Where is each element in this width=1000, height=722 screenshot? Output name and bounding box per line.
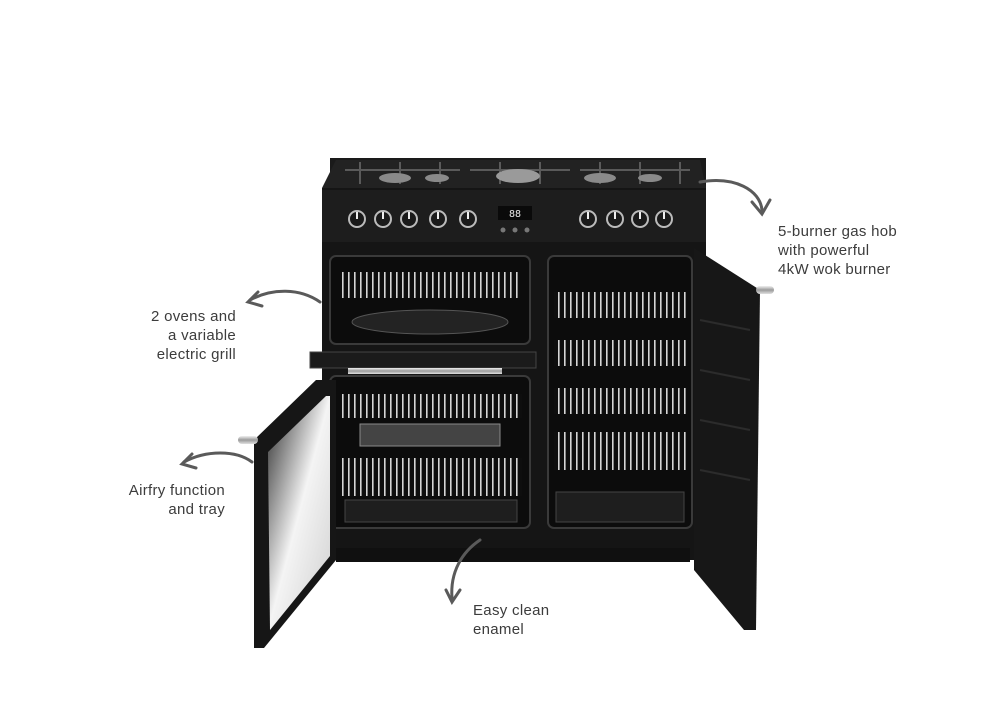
airfry-callout-line: and tray [168, 501, 225, 518]
burner-2-icon [425, 174, 449, 182]
hob-callout: 5-burner gas hob with powerful 4kW wok b… [778, 222, 897, 279]
left-door-handle [238, 436, 258, 444]
ovens-arrow-icon [248, 289, 322, 304]
grill-door [309, 351, 537, 369]
gas-hob [322, 158, 706, 188]
airfry-callout: Airfry function and tray [98, 481, 225, 519]
airfry-tray [359, 423, 501, 447]
control-knobs [348, 210, 673, 228]
enamel-callout-line: enamel [473, 621, 524, 638]
airfry-callout-line: Airfry function [128, 482, 225, 499]
timer-display [498, 206, 532, 220]
right-oven-cavity [547, 255, 693, 529]
enamel-arrow-icon [450, 538, 482, 600]
left-oven-cavity [329, 375, 531, 529]
timer-display-value: 88 [509, 209, 521, 220]
enamel-callout: Easy clean enamel [473, 601, 549, 639]
timer-buttons [500, 227, 530, 233]
hob-callout-line: 4kW wok burner [778, 261, 891, 278]
hob-callout-line: with powerful [778, 242, 870, 259]
control-panel: 88 [322, 190, 706, 242]
burner-5-icon [638, 174, 662, 182]
burner-1-icon [379, 173, 411, 183]
ovens-callout: 2 ovens and a variable electric grill [120, 307, 236, 364]
airfry-arrow-icon [182, 451, 254, 464]
hob-arrow-icon [698, 179, 764, 212]
hob-callout-line: 5-burner gas hob [778, 223, 898, 240]
plinth [336, 548, 690, 562]
callout-arrows [179, 179, 772, 605]
ovens-callout-line: electric grill [156, 346, 236, 363]
ovens-callout-line: 2 ovens and [150, 308, 236, 325]
ovens-callout-line: a variable [167, 327, 236, 344]
left-oven-door [238, 380, 336, 648]
enamel-callout-line: Easy clean [473, 602, 550, 619]
burner-4-icon [584, 173, 616, 183]
wok-burner-icon [496, 169, 540, 183]
grill-compartment [329, 255, 531, 345]
right-door-handle [756, 286, 774, 294]
right-oven-door [694, 248, 774, 630]
